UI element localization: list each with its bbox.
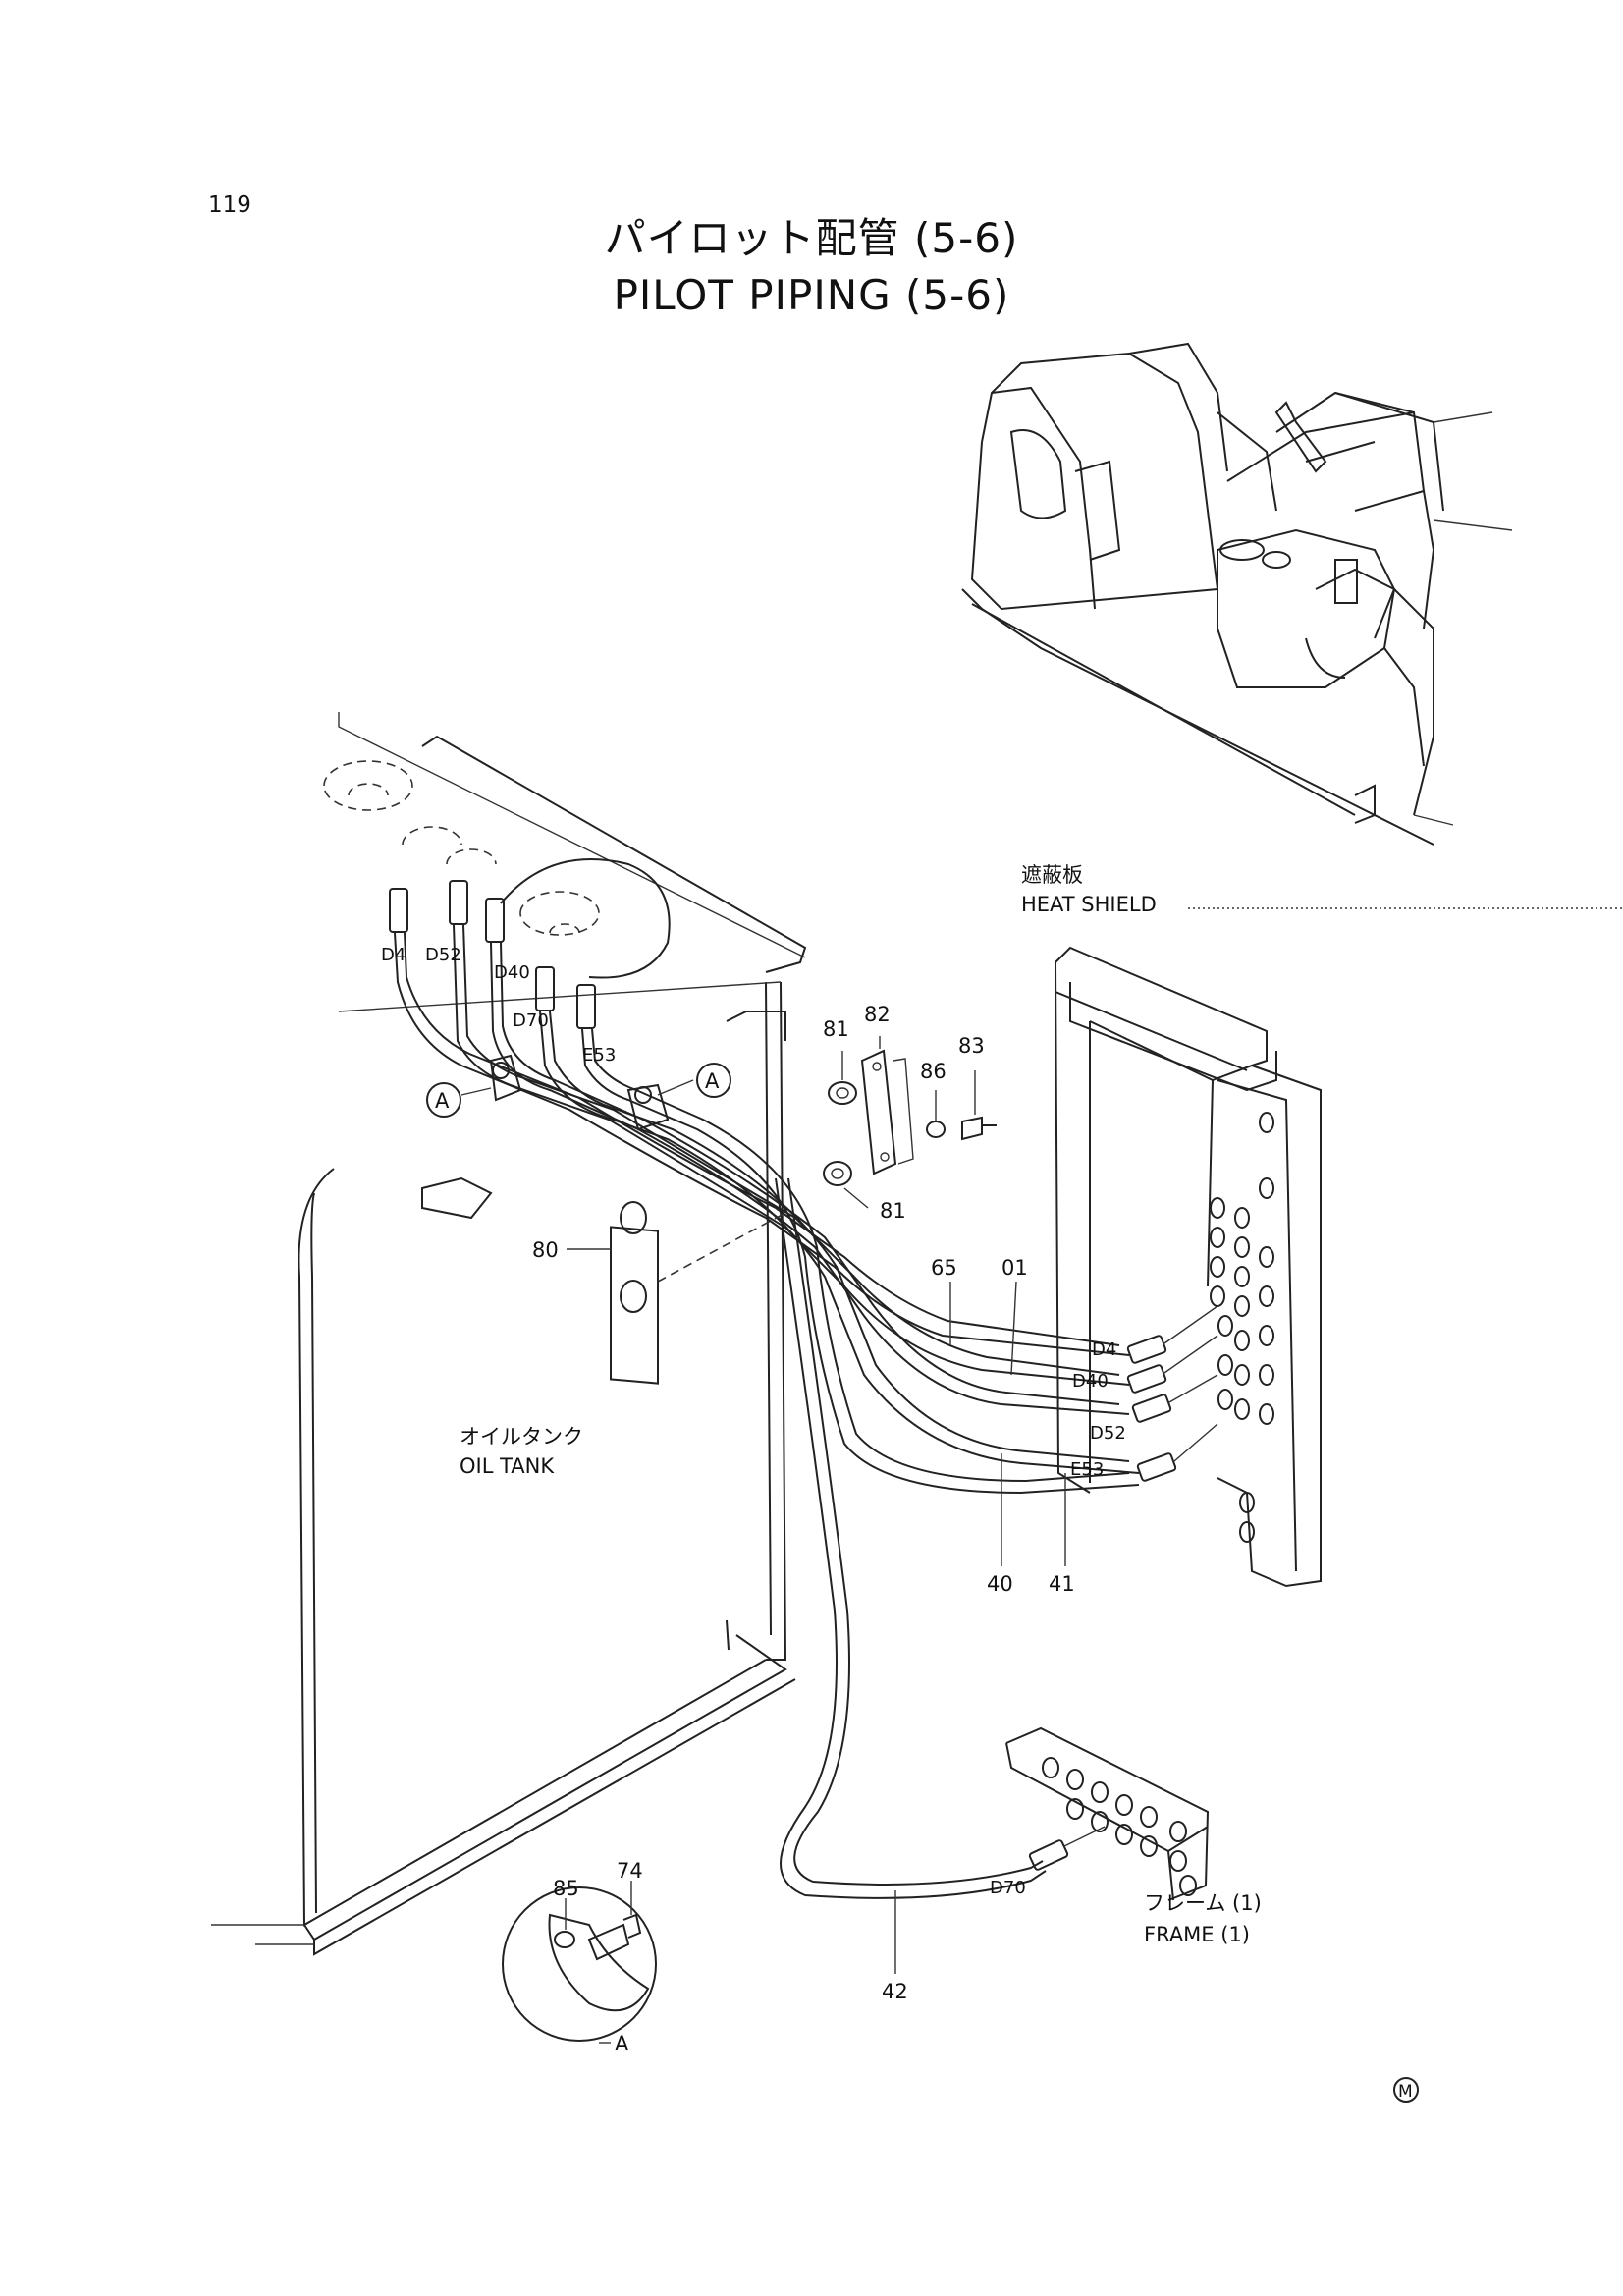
part-number-83: 83 (958, 1034, 985, 1058)
oil-tank-caption-jp: オイルタンク (460, 1425, 583, 1449)
shield-holes (1210, 1112, 1274, 1543)
heat-shield-caption-jp: 遮蔽板 (1021, 863, 1083, 887)
heat-shield-drawing (1055, 907, 1623, 1588)
part-number-85: 85 (553, 1877, 579, 1900)
right-port-d4: D4 (1092, 1339, 1116, 1360)
page-title-japanese: パイロット配管 (5-6) (604, 214, 1019, 262)
top-port-d4: D4 (381, 945, 406, 965)
machine-overview-drawing (961, 342, 1513, 846)
part-number-01: 01 (1001, 1256, 1028, 1280)
page-title-english: PILOT PIPING (5-6) (613, 271, 1010, 319)
heat-shield-caption-en: HEAT SHIELD (1021, 893, 1157, 916)
right-port-e53: E53 (1070, 1459, 1104, 1480)
part-number-81-b: 81 (880, 1199, 906, 1223)
part-number-42: 42 (882, 1980, 908, 2003)
svg-text:M: M (1398, 2082, 1413, 2102)
part-number-86: 86 (920, 1060, 947, 1083)
top-fittings (389, 880, 596, 1029)
right-port-d40: D40 (1072, 1371, 1109, 1392)
top-port-d40: D40 (494, 962, 530, 983)
detail-ref-a-right: A (696, 1063, 731, 1098)
port-code-labels: D4 D52 D40 D70 E53 D4 D40 D52 E53 D70 (381, 945, 1126, 1898)
top-port-d52: D52 (425, 945, 461, 965)
oil-tank-drawing (211, 712, 807, 1956)
right-fittings (1126, 1305, 1218, 1482)
svg-text:A: A (435, 1089, 450, 1113)
part-number-65: 65 (931, 1256, 957, 1280)
right-port-d52: D52 (1090, 1423, 1126, 1444)
part-number-41: 41 (1049, 1572, 1075, 1596)
frame-caption-en: FRAME (1) (1144, 1923, 1250, 1946)
svg-text:A: A (705, 1069, 720, 1093)
page-number: 119 (208, 192, 251, 218)
top-port-d70: D70 (513, 1011, 549, 1031)
frame-caption-jp: フレーム (1) (1144, 1891, 1262, 1915)
part-number-81-a: 81 (823, 1017, 849, 1041)
detail-ref-a-left: A (426, 1082, 461, 1118)
hose-bundle-drawing (389, 880, 1218, 1899)
part-number-82: 82 (864, 1003, 891, 1026)
oil-tank-caption-en: OIL TANK (460, 1454, 555, 1478)
part-number-40: 40 (987, 1572, 1013, 1596)
frame-holes (1042, 1757, 1197, 1896)
detail-a-label: A (615, 2032, 629, 2055)
part-number-labels: 81 82 83 86 81 80 65 01 40 41 42 85 74 (532, 1003, 1075, 2003)
frame-port-d70: D70 (990, 1878, 1026, 1898)
maker-mark: M (1393, 2077, 1419, 2103)
callout-captions: 遮蔽板 HEAT SHIELD オイルタンク OIL TANK フレーム (1)… (460, 863, 1262, 1946)
top-port-e53: E53 (582, 1045, 616, 1066)
part-number-74: 74 (617, 1859, 643, 1883)
leader-lines (460, 1036, 1066, 1974)
detail-a-drawing (502, 1886, 657, 2042)
frame-drawing (1005, 1726, 1210, 1901)
part-number-80: 80 (532, 1238, 559, 1262)
